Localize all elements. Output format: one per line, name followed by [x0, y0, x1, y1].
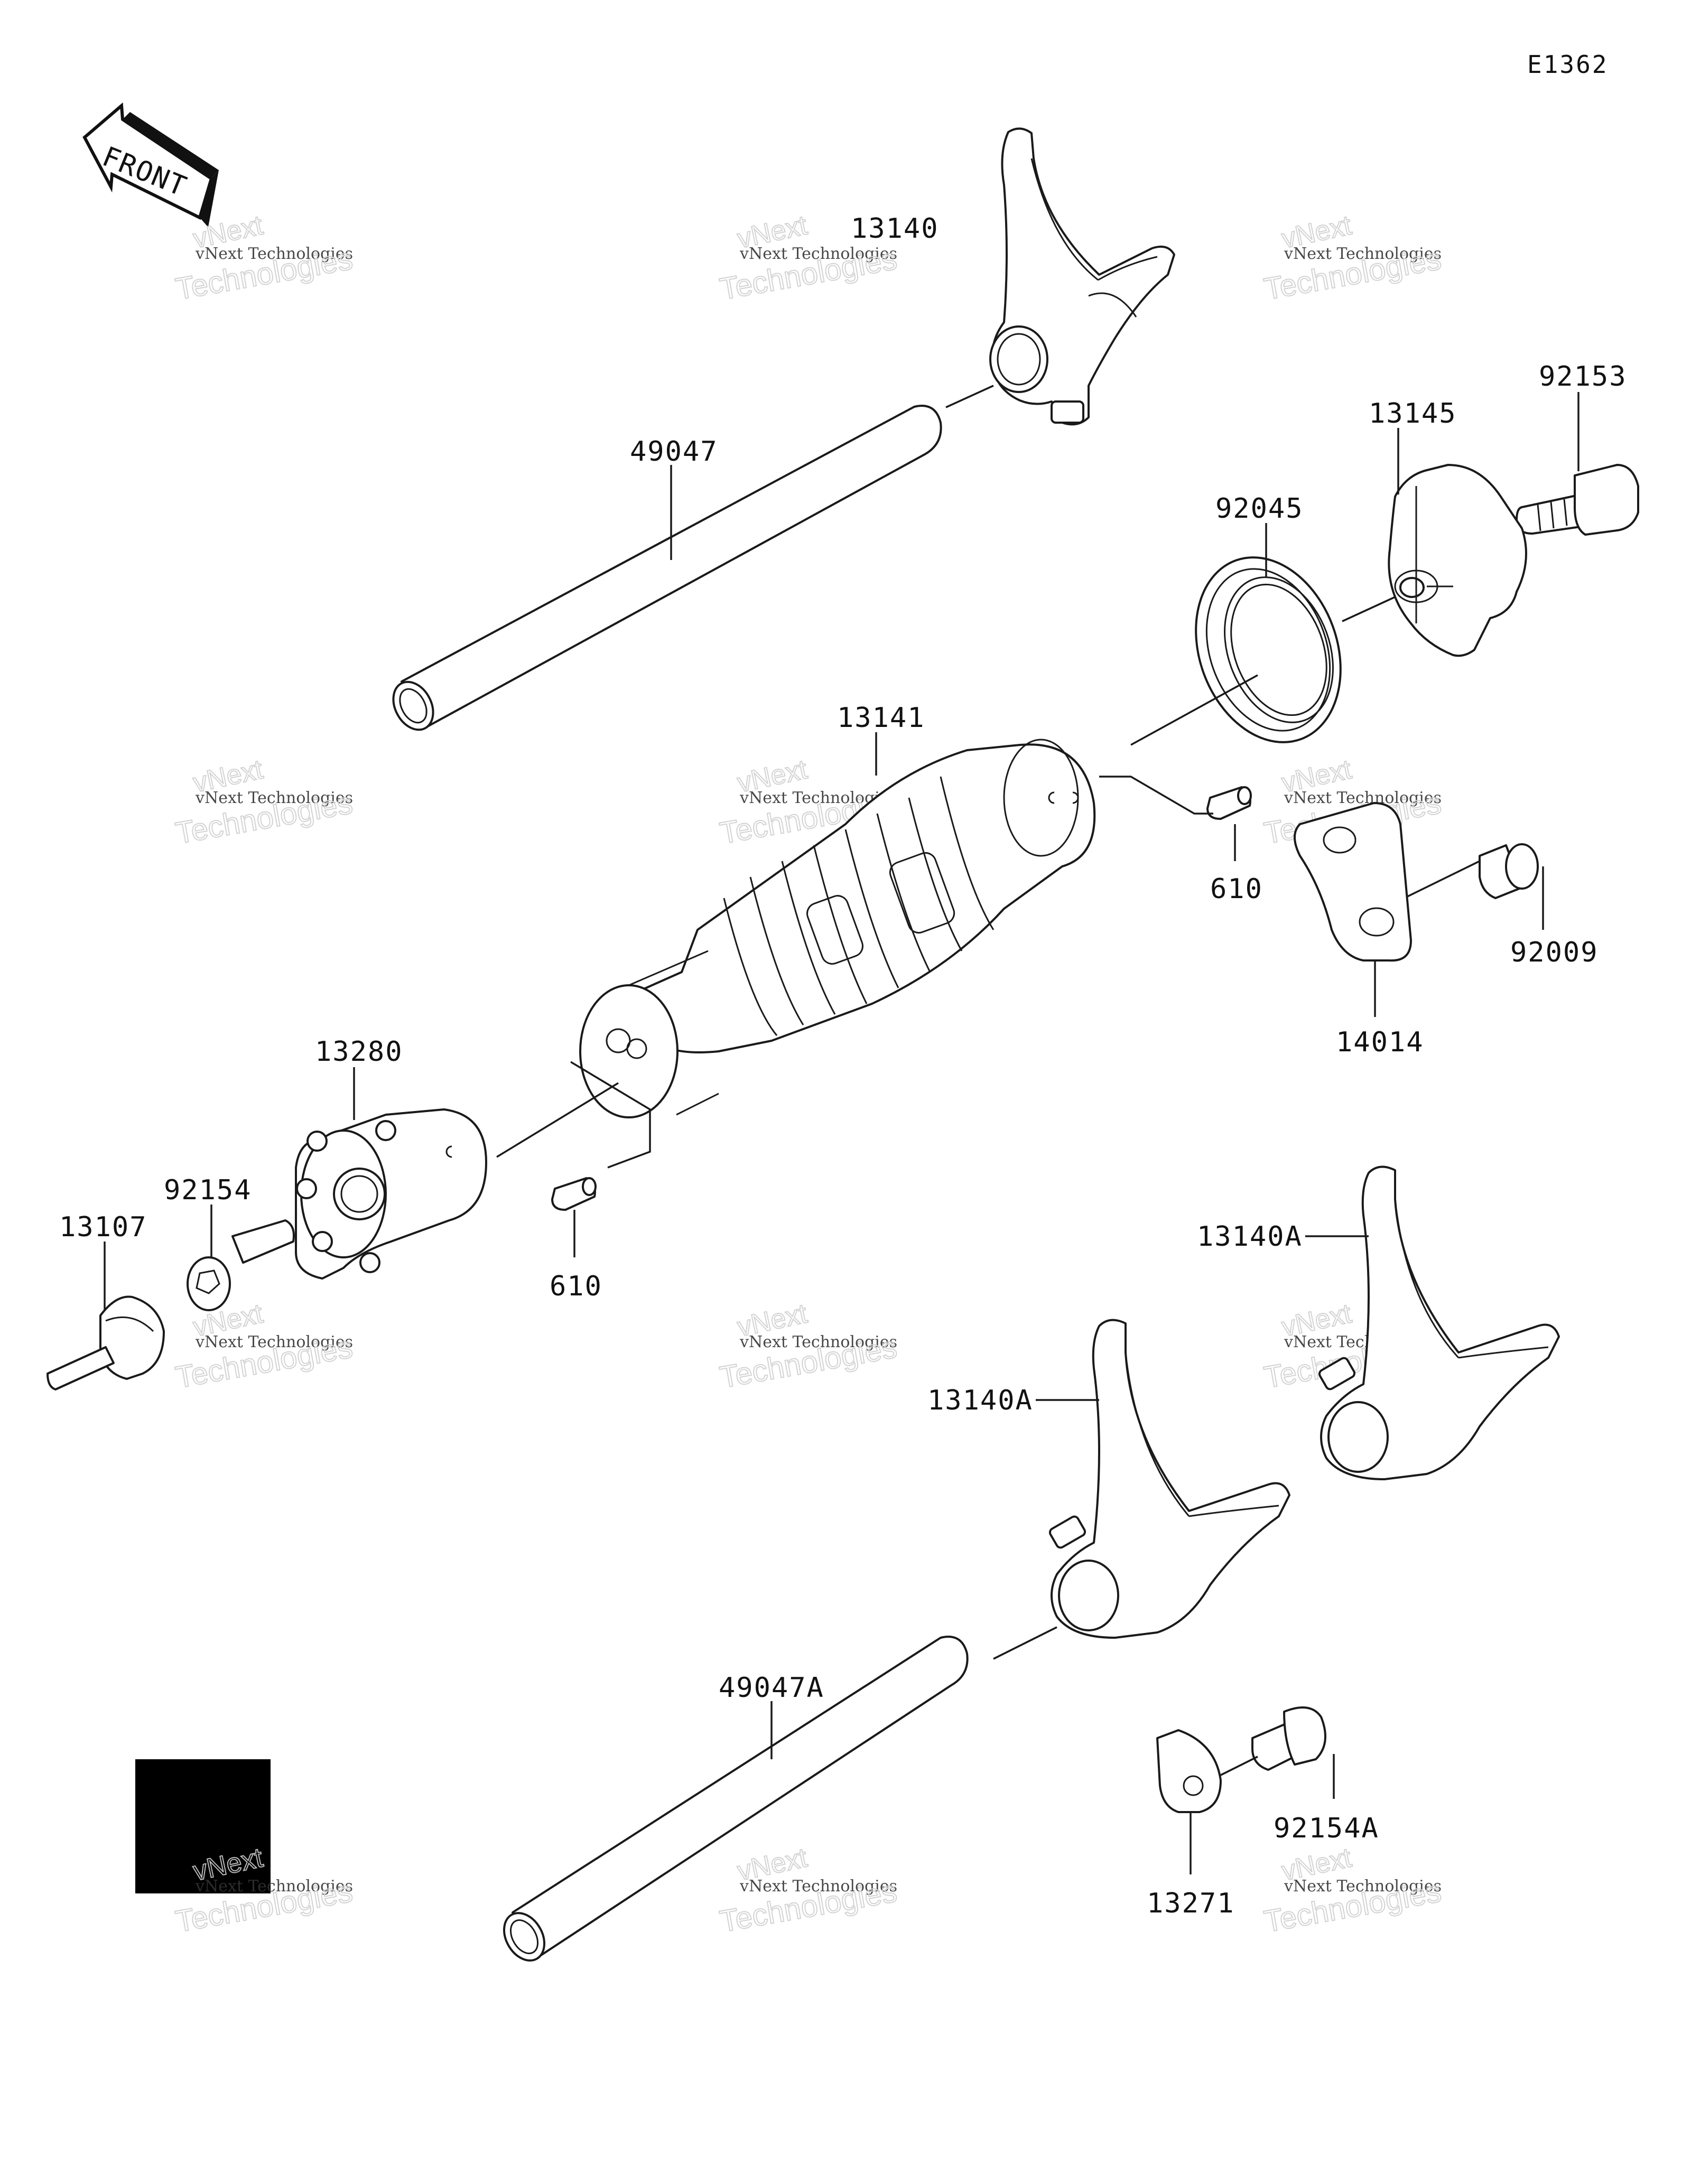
leader-line	[1099, 776, 1213, 815]
screw-92009[interactable]	[1479, 843, 1539, 899]
plate-14014[interactable]	[1294, 802, 1412, 962]
part-label[interactable]: 92045	[1215, 493, 1304, 525]
part-label[interactable]: 92154A	[1274, 1813, 1379, 1844]
part-label[interactable]: 610	[1210, 873, 1263, 905]
front-arrow-icon: FRONT	[82, 102, 219, 227]
pin-610-upper[interactable]	[1206, 786, 1252, 820]
watermark-text: vNext Technologies	[195, 1333, 353, 1351]
leader-line	[1130, 674, 1258, 746]
part-label[interactable]: 610	[550, 1271, 602, 1302]
watermark-text: vNext Technologies	[1284, 245, 1442, 263]
pin-610-lower[interactable]	[551, 1177, 597, 1211]
watermark-text: vNext Technologies	[739, 1877, 897, 1896]
part-label[interactable]: 13140	[851, 213, 939, 245]
part-label[interactable]: 13107	[59, 1211, 147, 1243]
watermark-text: vNext Technologies	[739, 245, 897, 263]
part-label[interactable]: 13145	[1369, 398, 1457, 430]
leader-line	[945, 385, 994, 408]
leader-line	[1220, 1756, 1258, 1776]
part-label[interactable]: 92009	[1510, 937, 1599, 968]
watermark-text: vNext Technologies	[1284, 789, 1442, 807]
leader-line	[570, 1061, 651, 1169]
part-label[interactable]: 49047A	[719, 1672, 824, 1704]
fork-shaft-49047A[interactable]	[496, 1636, 969, 1968]
part-label[interactable]: 14014	[1336, 1026, 1424, 1058]
leader-line	[496, 1082, 619, 1158]
watermark-text: vNext Technologies	[195, 1877, 353, 1896]
fork-shaft-49047[interactable]	[385, 405, 942, 736]
shift-fork-13140A-lower[interactable]	[1048, 1319, 1290, 1639]
stopper-13145[interactable]	[1388, 464, 1527, 657]
shift-fork-13140A-upper[interactable]	[1318, 1165, 1560, 1480]
part-label[interactable]: 49047	[630, 436, 718, 468]
bolt-92153[interactable]	[1516, 464, 1639, 536]
leader-line	[1342, 596, 1396, 622]
bearing-92045[interactable]	[1171, 537, 1365, 762]
plate-13271[interactable]	[1156, 1729, 1222, 1813]
watermark-text: vNext Technologies	[1284, 1877, 1442, 1896]
bolt-92154[interactable]	[187, 1219, 295, 1311]
shift-fork-13140[interactable]	[989, 127, 1175, 426]
part-label[interactable]: 92153	[1539, 361, 1627, 393]
watermark-text: vNext Technologies	[195, 245, 353, 263]
part-label[interactable]: 13280	[315, 1036, 403, 1068]
shift-drum-13141[interactable]	[579, 739, 1096, 1118]
leader-line	[993, 1626, 1057, 1660]
part-label[interactable]: 13271	[1147, 1888, 1235, 1919]
bolt-92154A[interactable]	[1251, 1706, 1326, 1771]
part-label[interactable]: 13140A	[927, 1385, 1033, 1416]
part-label[interactable]: 13140A	[1197, 1221, 1303, 1253]
switch-13107[interactable]	[47, 1295, 165, 1390]
drum-cam-13280[interactable]	[295, 1108, 487, 1280]
diagram-code: E1362	[1527, 50, 1608, 79]
black-square	[135, 1759, 271, 1893]
watermark-text: vNext Technologies	[739, 1333, 897, 1351]
watermark-text: vNext Technologies	[195, 789, 353, 807]
part-label[interactable]: 92154	[164, 1174, 252, 1206]
part-label[interactable]: 13141	[837, 702, 925, 734]
